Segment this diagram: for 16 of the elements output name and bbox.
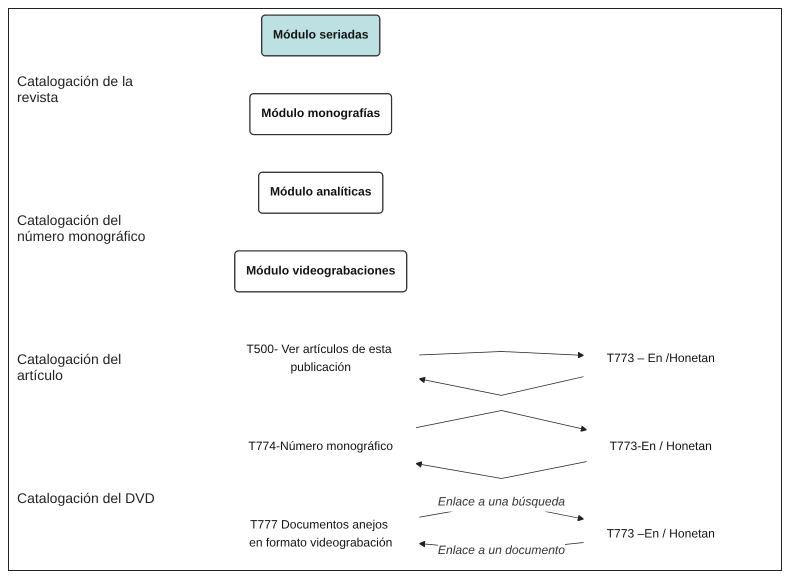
edge-label: Enlace a un documento <box>438 544 566 558</box>
arrow <box>418 351 584 358</box>
node-text: T774-Número monográfico <box>248 440 393 453</box>
note-text: Catalogación del artículo <box>17 351 122 384</box>
node-text: T773 –En / Honetan <box>606 528 715 541</box>
node-text: T500- Ver artículos de esta publicación <box>246 343 392 374</box>
note-text: Catalogación de la revista <box>17 72 134 105</box>
arrow <box>418 376 584 396</box>
arrow <box>415 461 588 479</box>
note-text: Catalogación del número monográfico <box>17 212 146 244</box>
node-text: T777 Documentos anejos en formato videograbación <box>249 518 392 550</box>
arrow <box>415 410 588 432</box>
edge-label: Enlace a una búsqueda <box>438 496 566 509</box>
node-text: T773-En / Honetan <box>610 440 712 453</box>
node-text: T773 – En /Honetan <box>606 352 715 366</box>
note-text: Catalogación del DVD <box>17 490 156 506</box>
